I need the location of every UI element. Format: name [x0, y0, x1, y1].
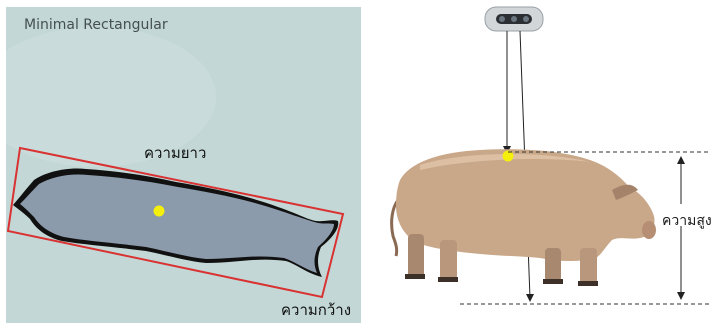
height-label: ความสูง — [662, 210, 712, 232]
depth-camera-icon — [485, 7, 543, 31]
pig-image — [392, 149, 656, 286]
